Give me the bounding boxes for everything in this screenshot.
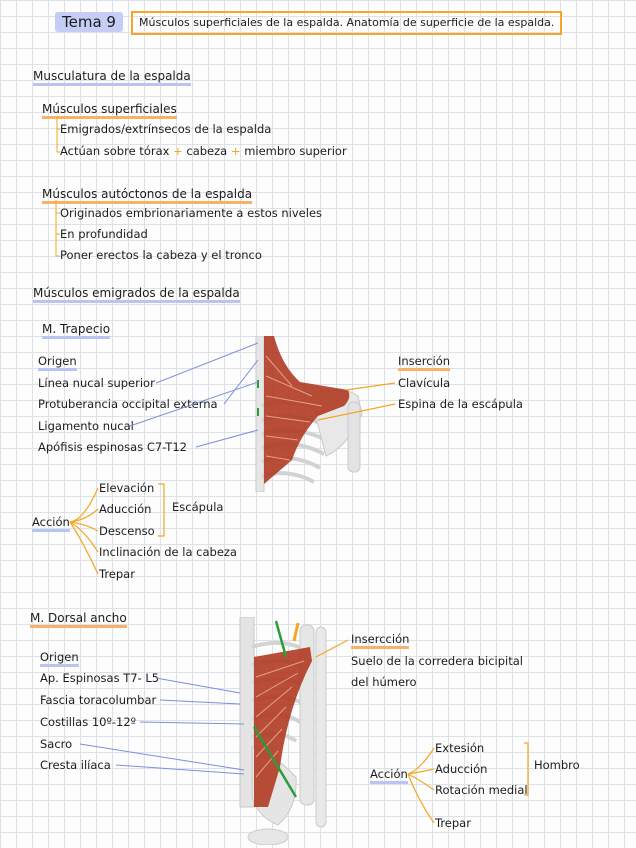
accion-item: Trepar — [435, 816, 471, 830]
origen-item: Protuberancia occipital externa — [38, 397, 218, 411]
origen-item: Ap. Espinosas T7- L5 — [40, 671, 160, 685]
escapula-label: Escápula — [172, 500, 224, 514]
actuan-mid: cabeza — [186, 144, 228, 158]
page-title: Músculos superficiales de la espalda. An… — [131, 11, 563, 35]
origen-label: Origen — [40, 650, 79, 667]
accion-label: Acción — [32, 515, 70, 532]
heading-musculatura: Musculatura de la espalda — [33, 69, 191, 86]
accion-item: Trepar — [99, 567, 135, 581]
origen-item: Sacro — [40, 737, 73, 751]
origen-item: Apófisis espinosas C7-T12 — [38, 440, 187, 454]
accion-item: Descenso — [99, 524, 155, 538]
heading-trapecio: M. Trapecio — [42, 322, 111, 339]
accion-item: Aducción — [99, 502, 152, 516]
origen-item: Cresta ilíaca — [40, 758, 111, 772]
accion-item: Extesión — [435, 741, 485, 755]
heading-emigrados: Músculos emigrados de la espalda — [33, 286, 240, 303]
latissimus-illustration — [238, 617, 338, 845]
heading-autoctonos: Músculos autóctonos de la espalda — [42, 187, 253, 204]
list-item: Poner erectos la cabeza y el tronco — [60, 248, 262, 262]
hombro-label: Hombro — [534, 758, 580, 772]
origen-item: Línea nucal superior — [38, 376, 155, 390]
insercion-label: Insercción — [351, 632, 410, 649]
insercion-item: Espina de la escápula — [398, 397, 523, 411]
insercion-label: Inserción — [398, 354, 451, 371]
accion-item: Inclinación de la cabeza — [99, 545, 237, 559]
accion-label: Acción — [370, 767, 408, 784]
list-item: Originados embrionariamente a estos nive… — [60, 206, 323, 220]
list-item: En profundidad — [60, 227, 148, 241]
tema-badge: Tema 9 — [55, 12, 123, 32]
actuan-line: Actúan sobre tórax + cabeza + miembro su… — [60, 144, 347, 158]
list-item: Emigrados/extrínsecos de la espalda — [60, 122, 272, 136]
actuan-post: miembro superior — [244, 144, 347, 158]
accion-item: Elevación — [99, 481, 155, 495]
origen-label: Origen — [38, 354, 77, 371]
plus-sign: + — [230, 144, 241, 158]
origen-item: Costillas 10º-12º — [40, 715, 137, 729]
insercion-item: Suelo de la corredera bicipital — [351, 654, 523, 668]
insercion-item: del húmero — [351, 675, 417, 689]
insercion-item: Clavícula — [398, 376, 451, 390]
origen-item: Fascia toracolumbar — [40, 693, 157, 707]
heading-superficiales: Músculos superficiales — [42, 102, 177, 119]
origen-item: Ligamento nucal — [38, 419, 134, 433]
trapezius-illustration — [252, 336, 370, 492]
heading-dorsal: M. Dorsal ancho — [30, 611, 127, 628]
actuan-text: Actúan sobre tórax — [60, 144, 170, 158]
accion-item: Rotación medial — [435, 783, 528, 797]
plus-sign: + — [173, 144, 183, 158]
accion-item: Aducción — [435, 762, 488, 776]
